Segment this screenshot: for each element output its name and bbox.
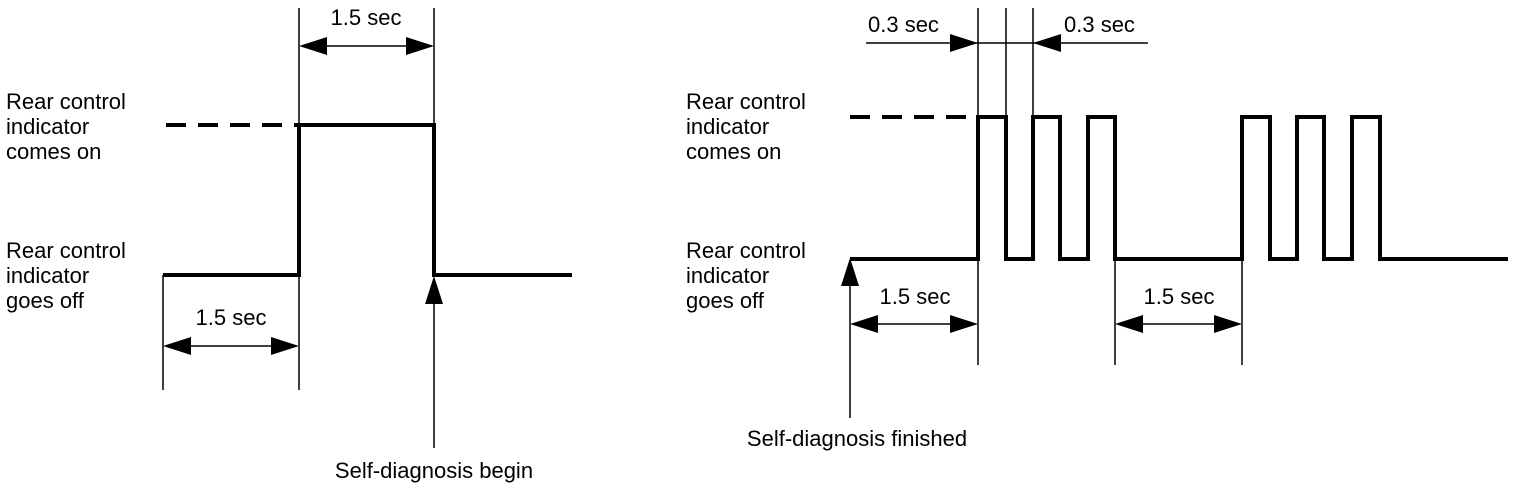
left-waveform bbox=[163, 123, 572, 277]
right-pulse-arrowhead-right bbox=[1033, 34, 1061, 52]
left-event-label: Self-diagnosis begin bbox=[335, 458, 533, 483]
right-label-on-line1: Rear control bbox=[686, 89, 806, 114]
right-pulse-arrowhead-left bbox=[950, 34, 978, 52]
left-bottom-arrowhead-left bbox=[163, 337, 191, 355]
left-label-on-line3: comes on bbox=[6, 139, 101, 164]
right-timing-diagram: Rear control indicator comes on Rear con… bbox=[686, 8, 1508, 451]
left-top-arrowhead-right bbox=[406, 37, 434, 55]
left-top-interval-label: 1.5 sec bbox=[331, 5, 402, 30]
right-event-arrowhead bbox=[841, 258, 859, 286]
right-bottom-interval-left-label: 1.5 sec bbox=[880, 284, 951, 309]
left-label-on-line2: indicator bbox=[6, 114, 89, 139]
right-label-off-line3: goes off bbox=[686, 288, 765, 313]
left-bottom-arrowhead-right bbox=[271, 337, 299, 355]
left-label-off-line1: Rear control bbox=[6, 238, 126, 263]
right-bottom-interval-right-label: 1.5 sec bbox=[1144, 284, 1215, 309]
right-bottom-right-arrowhead-right bbox=[1214, 315, 1242, 333]
right-pulse-interval-right-label: 0.3 sec bbox=[1064, 12, 1135, 37]
right-label-off-line2: indicator bbox=[686, 263, 769, 288]
left-top-arrowhead-left bbox=[299, 37, 327, 55]
right-label-on-line3: comes on bbox=[686, 139, 781, 164]
right-event-label: Self-diagnosis finished bbox=[747, 426, 967, 451]
left-label-on-line1: Rear control bbox=[6, 89, 126, 114]
right-label-on-line2: indicator bbox=[686, 114, 769, 139]
left-bottom-interval-label: 1.5 sec bbox=[196, 305, 267, 330]
right-waveform bbox=[850, 115, 1508, 261]
right-bottom-left-arrowhead-right bbox=[950, 315, 978, 333]
right-pulse-interval-left-label: 0.3 sec bbox=[868, 12, 939, 37]
left-event-arrowhead bbox=[425, 276, 443, 304]
right-bottom-left-arrowhead-left bbox=[850, 315, 878, 333]
right-label-off-line1: Rear control bbox=[686, 238, 806, 263]
left-label-off-line2: indicator bbox=[6, 263, 89, 288]
right-bottom-right-arrowhead-left bbox=[1115, 315, 1143, 333]
left-timing-diagram: Rear control indicator comes on Rear con… bbox=[6, 5, 572, 483]
left-label-off-line3: goes off bbox=[6, 288, 85, 313]
